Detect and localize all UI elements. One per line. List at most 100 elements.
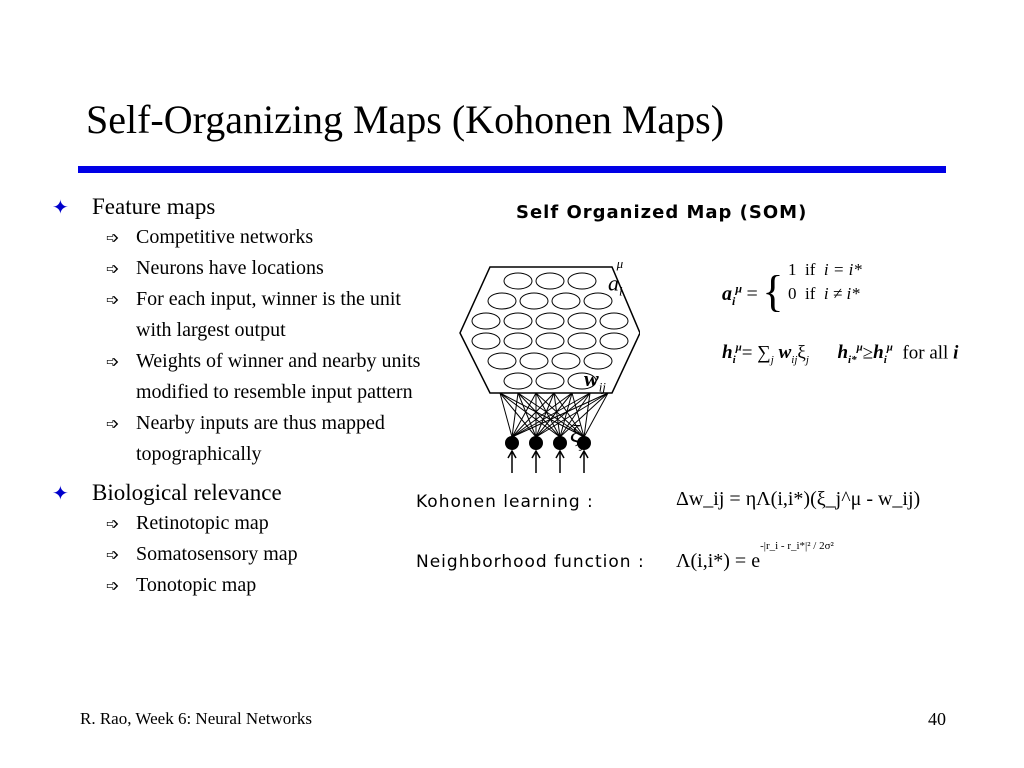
weight-line — [535, 392, 591, 438]
neuron-unit — [535, 272, 565, 290]
section-heading: Feature maps — [92, 194, 216, 219]
neuron-unit — [551, 292, 581, 310]
list-item: ➩For each input, winner is the unit with… — [106, 284, 422, 346]
som-network-diagram — [459, 266, 640, 473]
input-node — [505, 436, 519, 450]
neuron-unit — [535, 332, 565, 350]
neuron-unit — [487, 352, 517, 370]
weight-line — [499, 392, 513, 438]
neuron-unit — [503, 272, 533, 290]
arrow-right-icon: ➩ — [106, 545, 120, 564]
weight-label: wij — [584, 366, 606, 395]
neighborhood-function-label: Neighborhood function : — [416, 552, 645, 572]
list-item: ➩Neurons have locations — [106, 253, 422, 284]
neuron-unit — [503, 312, 533, 330]
input-node — [577, 436, 591, 450]
figure-title: Self Organized Map (SOM) — [516, 202, 808, 223]
arrow-right-icon: ➩ — [106, 228, 120, 247]
weight-line — [499, 392, 561, 438]
kohonen-learning-label: Kohonen learning : — [416, 492, 594, 512]
arrow-right-icon: ➩ — [106, 290, 120, 309]
sub-list: ➩Competitive networks ➩Neurons have loca… — [92, 222, 422, 470]
neuron-unit — [503, 332, 533, 350]
neuron-unit — [471, 332, 501, 350]
title-divider — [78, 166, 946, 173]
input-label: ξj — [570, 422, 585, 452]
weight-line — [559, 392, 591, 438]
activation-label: aiμ — [608, 256, 624, 299]
four-point-star-bullet-icon: ✦ — [52, 195, 69, 219]
input-arrowhead — [531, 449, 541, 459]
neuron-unit — [599, 312, 629, 330]
kohonen-learning-equation: Δw_ij = ηΛ(i,i*)(ξ_j^μ - w_ij) — [676, 488, 921, 510]
neuron-unit — [487, 292, 517, 310]
weight-line — [535, 392, 585, 438]
weight-line — [535, 392, 561, 438]
section-heading: Biological relevance — [92, 480, 282, 505]
section-feature-maps: ✦ Feature maps ➩Competitive networks ➩Ne… — [52, 192, 422, 470]
neuron-unit — [583, 352, 613, 370]
list-item: ➩Weights of winner and nearby units modi… — [106, 346, 422, 408]
weight-line — [511, 392, 555, 438]
arrow-right-icon: ➩ — [106, 576, 120, 595]
weight-line — [511, 392, 537, 438]
footer-course: R. Rao, Week 6: Neural Networks — [80, 709, 313, 728]
weight-line — [559, 392, 573, 438]
weight-line — [517, 392, 561, 438]
neuron-unit — [551, 352, 581, 370]
page-number: 40 — [928, 709, 946, 729]
weight-line — [571, 392, 585, 438]
weight-line — [583, 392, 591, 438]
weight-line — [553, 392, 585, 438]
map-neurons — [471, 272, 629, 390]
input-node — [529, 436, 543, 450]
weight-line — [535, 392, 555, 438]
weight-connections — [499, 392, 609, 438]
weight-line — [511, 392, 519, 438]
neuron-unit — [503, 372, 533, 390]
weight-line — [517, 392, 585, 438]
arrow-right-icon: ➩ — [106, 414, 120, 433]
neuron-unit — [471, 312, 501, 330]
weight-line — [535, 392, 609, 438]
input-arrowhead — [579, 449, 589, 459]
weight-line — [535, 392, 573, 438]
weight-line — [559, 392, 609, 438]
weight-line — [553, 392, 561, 438]
neuron-unit — [567, 272, 597, 290]
neuron-unit — [567, 332, 597, 350]
weight-line — [499, 392, 537, 438]
slide-title: Self-Organizing Maps (Kohonen Maps) — [86, 97, 725, 142]
weight-line — [583, 392, 609, 438]
input-arrowhead — [507, 449, 517, 459]
input-arrowhead — [555, 449, 565, 459]
weight-line — [499, 392, 585, 438]
neuron-unit — [519, 352, 549, 370]
neighborhood-function-equation: Λ(i,i*) = e-|r_i - r_i*|² / 2σ² — [676, 540, 834, 572]
input-node — [553, 436, 567, 450]
neuron-unit — [535, 312, 565, 330]
list-item: ➩Somatosensory map — [106, 539, 422, 570]
sub-list: ➩Retinotopic map ➩Somatosensory map ➩Ton… — [92, 508, 422, 601]
neuron-unit — [535, 372, 565, 390]
arrow-right-icon: ➩ — [106, 259, 120, 278]
arrow-right-icon: ➩ — [106, 514, 120, 533]
four-point-star-bullet-icon: ✦ — [52, 481, 69, 505]
list-item: ➩Nearby inputs are thus mapped topograph… — [106, 408, 422, 470]
arrow-right-icon: ➩ — [106, 352, 120, 371]
activation-equation: aiμ = { 1 if i = i* 0 if i ≠ i* — [722, 260, 862, 316]
list-item: ➩Retinotopic map — [106, 508, 422, 539]
weight-line — [517, 392, 537, 438]
neuron-unit — [583, 292, 613, 310]
field-equation: hiμ= ∑j wijξj hi*μ≥hiμ for all i — [722, 342, 959, 367]
neuron-unit — [567, 312, 597, 330]
bullet-list: ✦ Feature maps ➩Competitive networks ➩Ne… — [52, 192, 422, 609]
neuron-unit — [599, 332, 629, 350]
neuron-unit — [567, 372, 597, 390]
neuron-unit — [519, 292, 549, 310]
list-item: ➩Tonotopic map — [106, 570, 422, 601]
list-item: ➩Competitive networks — [106, 222, 422, 253]
som-figure: Self Organized Map (SOM) aiμ wij ξj aiμ … — [410, 190, 1010, 590]
input-units — [505, 436, 591, 473]
section-biological-relevance: ✦ Biological relevance ➩Retinotopic map … — [52, 478, 422, 601]
